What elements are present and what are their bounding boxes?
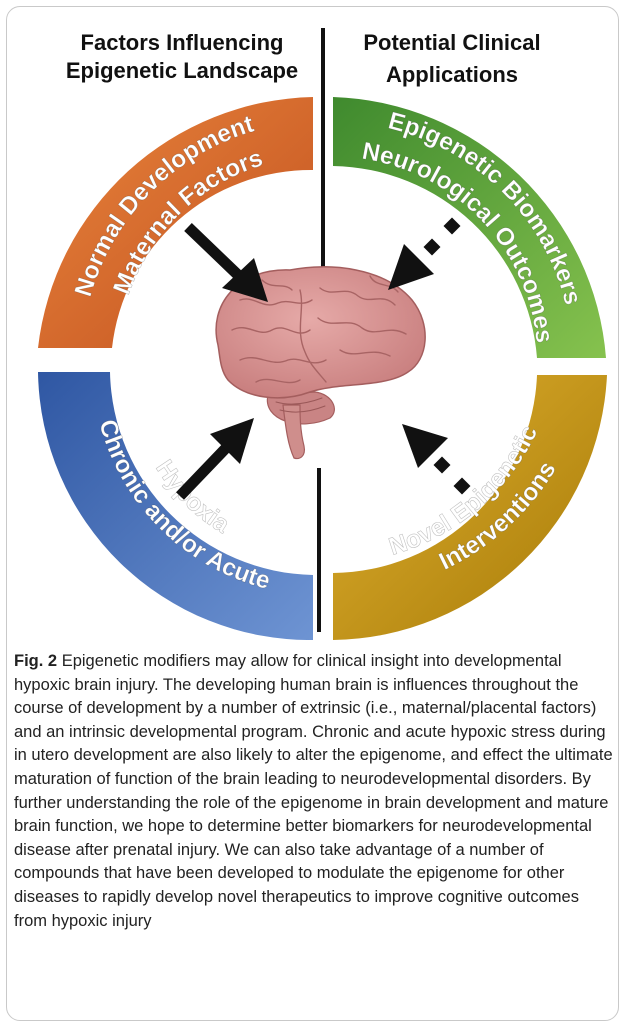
arrow-dashed-top-right [388,217,461,290]
arrow-dashed-bottom-right [402,424,471,495]
brainstem [282,404,305,460]
arrow-solid-bottom-left [176,418,254,500]
segment-top-right [333,97,606,358]
header-left-line2: Epigenetic Landscape [66,58,298,83]
segment-bottom-right [333,375,607,640]
caption-text: Epigenetic modifiers may allow for clini… [14,652,613,930]
segment-top-left [38,97,313,348]
brain-illustration [215,266,426,460]
figure-caption: Fig. 2 Epigenetic modifiers may allow fo… [14,650,614,933]
diagram: Factors Influencing Epigenetic Landscape… [38,28,607,640]
segment-bottom-left [38,372,313,640]
header-right-line1: Potential Clinical [363,30,540,55]
header-right-line2: Applications [386,62,518,87]
arrow-solid-top-left [184,223,268,302]
caption-label: Fig. 2 [14,652,58,670]
header-left-line1: Factors Influencing [81,30,284,55]
